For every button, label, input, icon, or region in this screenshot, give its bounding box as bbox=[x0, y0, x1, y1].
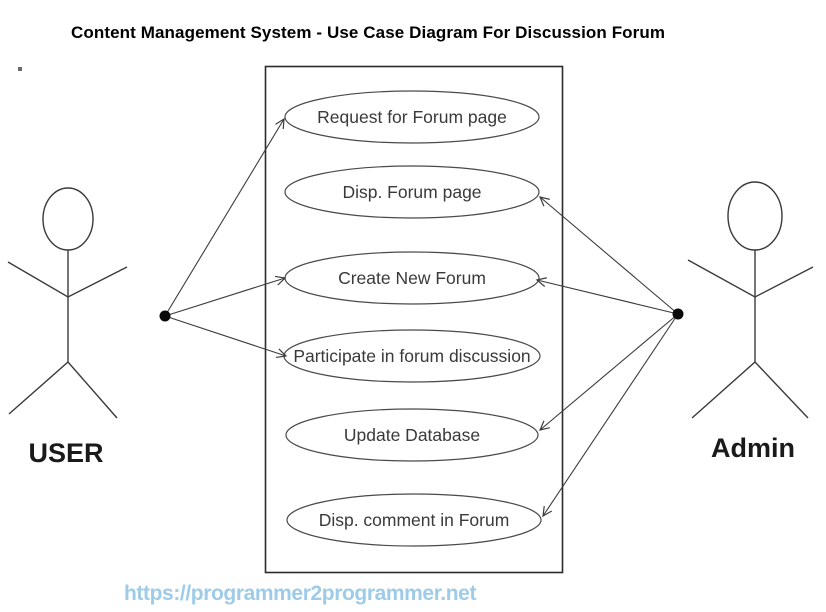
association-admin-disp-forum-page bbox=[538, 196, 679, 315]
use-case-ellipse-disp-forum-page bbox=[284, 165, 540, 219]
use-case-label: Request for Forum page bbox=[317, 107, 507, 127]
use-case-label: Disp. Forum page bbox=[342, 182, 481, 202]
use-case-label: Disp. comment in Forum bbox=[319, 510, 510, 530]
actor-admin-head bbox=[727, 181, 783, 251]
user-associations bbox=[164, 117, 288, 359]
use-case-label: Participate in forum discussion bbox=[293, 346, 530, 366]
association-user-participate bbox=[164, 315, 288, 359]
actor-user-legs bbox=[8, 361, 118, 419]
actor-admin-arms bbox=[687, 259, 814, 298]
association-user-create-new-forum bbox=[164, 275, 287, 317]
watermark-url: https://programmer2programmer.net bbox=[124, 582, 477, 605]
use-case-label: Update Database bbox=[344, 425, 480, 445]
actor-user-arms bbox=[7, 261, 128, 298]
actor-user-figure bbox=[7, 187, 128, 419]
system-boundary bbox=[264, 65, 564, 574]
actor-user-head bbox=[42, 187, 94, 251]
actor-admin-label: Admin bbox=[711, 433, 795, 463]
use-case-ellipses bbox=[283, 90, 542, 547]
stray-mark bbox=[18, 67, 22, 71]
use-case-label: Create New Forum bbox=[338, 268, 486, 288]
actor-admin-figure bbox=[687, 181, 814, 419]
use-case-labels: Request for Forum page Disp. Forum page … bbox=[293, 107, 530, 530]
actor-admin-legs bbox=[691, 361, 809, 419]
use-case-ellipse-request-forum-page bbox=[284, 90, 540, 144]
association-admin-disp-comment bbox=[542, 313, 679, 518]
use-case-ellipse-update-database bbox=[285, 408, 539, 462]
actor-user-label: USER bbox=[28, 438, 103, 468]
use-case-ellipse-disp-comment bbox=[286, 493, 542, 547]
association-admin-create-new-forum bbox=[535, 277, 679, 315]
association-admin-update-database bbox=[538, 313, 679, 431]
admin-association-junction-dot bbox=[672, 308, 684, 320]
page-title: Content Management System - Use Case Dia… bbox=[71, 23, 666, 42]
admin-associations bbox=[535, 196, 679, 518]
association-user-request-forum-page bbox=[164, 117, 285, 317]
user-association-junction-dot bbox=[159, 310, 171, 322]
